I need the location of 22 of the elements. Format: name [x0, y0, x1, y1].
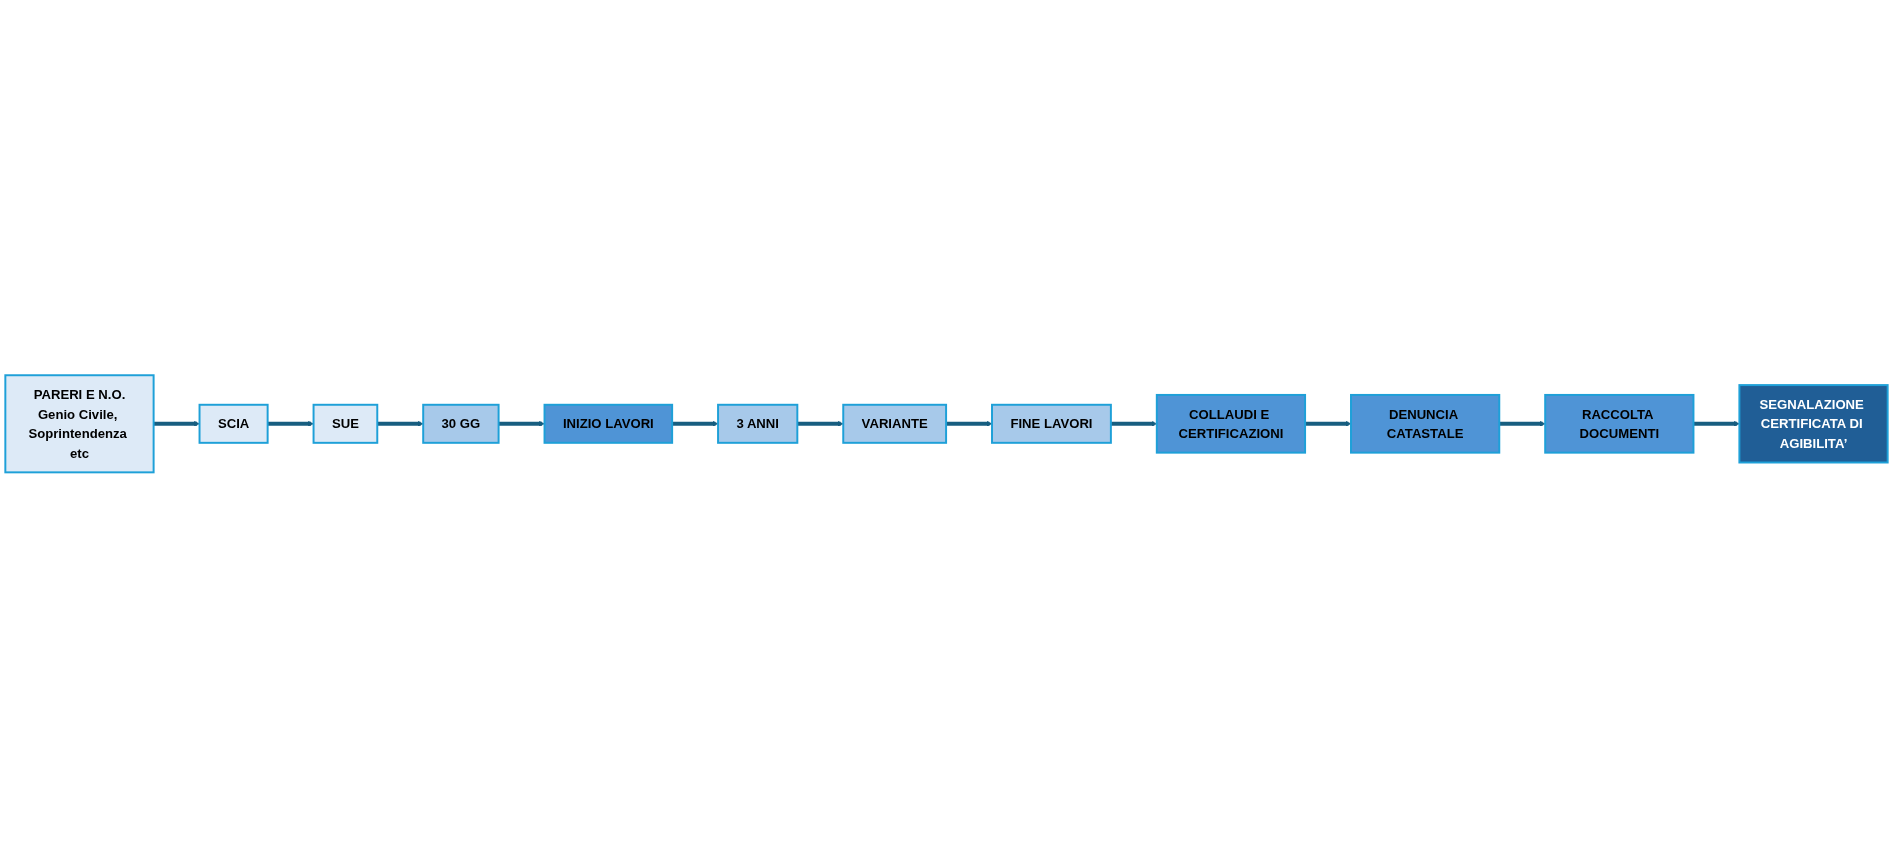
arrow	[797, 421, 844, 427]
node-box: SUE	[312, 404, 379, 444]
arrow	[267, 421, 314, 427]
arrow	[946, 421, 993, 427]
node-box: SEGNALAZIONE CERTIFICATA DI AGIBILITA’	[1738, 384, 1889, 464]
arrow	[1693, 421, 1740, 427]
node-box: DENUNCIA CATASTALE	[1350, 394, 1501, 454]
node-box: PARERI E N.O. Genio Civile, Soprintendenza etc	[4, 374, 155, 474]
node-box: FINE LAVORI	[991, 404, 1112, 444]
arrow	[377, 421, 424, 427]
node-box: 3 ANNI	[717, 404, 799, 444]
node-box: SCIA	[198, 404, 269, 444]
node-box: COLLAUDI E CERTIFICAZIONI	[1155, 394, 1307, 454]
node-box: VARIANTE	[842, 404, 948, 444]
arrow	[672, 421, 719, 427]
arrow	[153, 421, 200, 427]
arrow	[1499, 421, 1546, 427]
arrow	[1305, 421, 1352, 427]
arrow	[498, 421, 545, 427]
node-box: INIZIO LAVORI	[543, 404, 674, 444]
node-box: RACCOLTA DOCUMENTI	[1544, 394, 1695, 454]
node-box: 30 GG	[422, 404, 500, 444]
